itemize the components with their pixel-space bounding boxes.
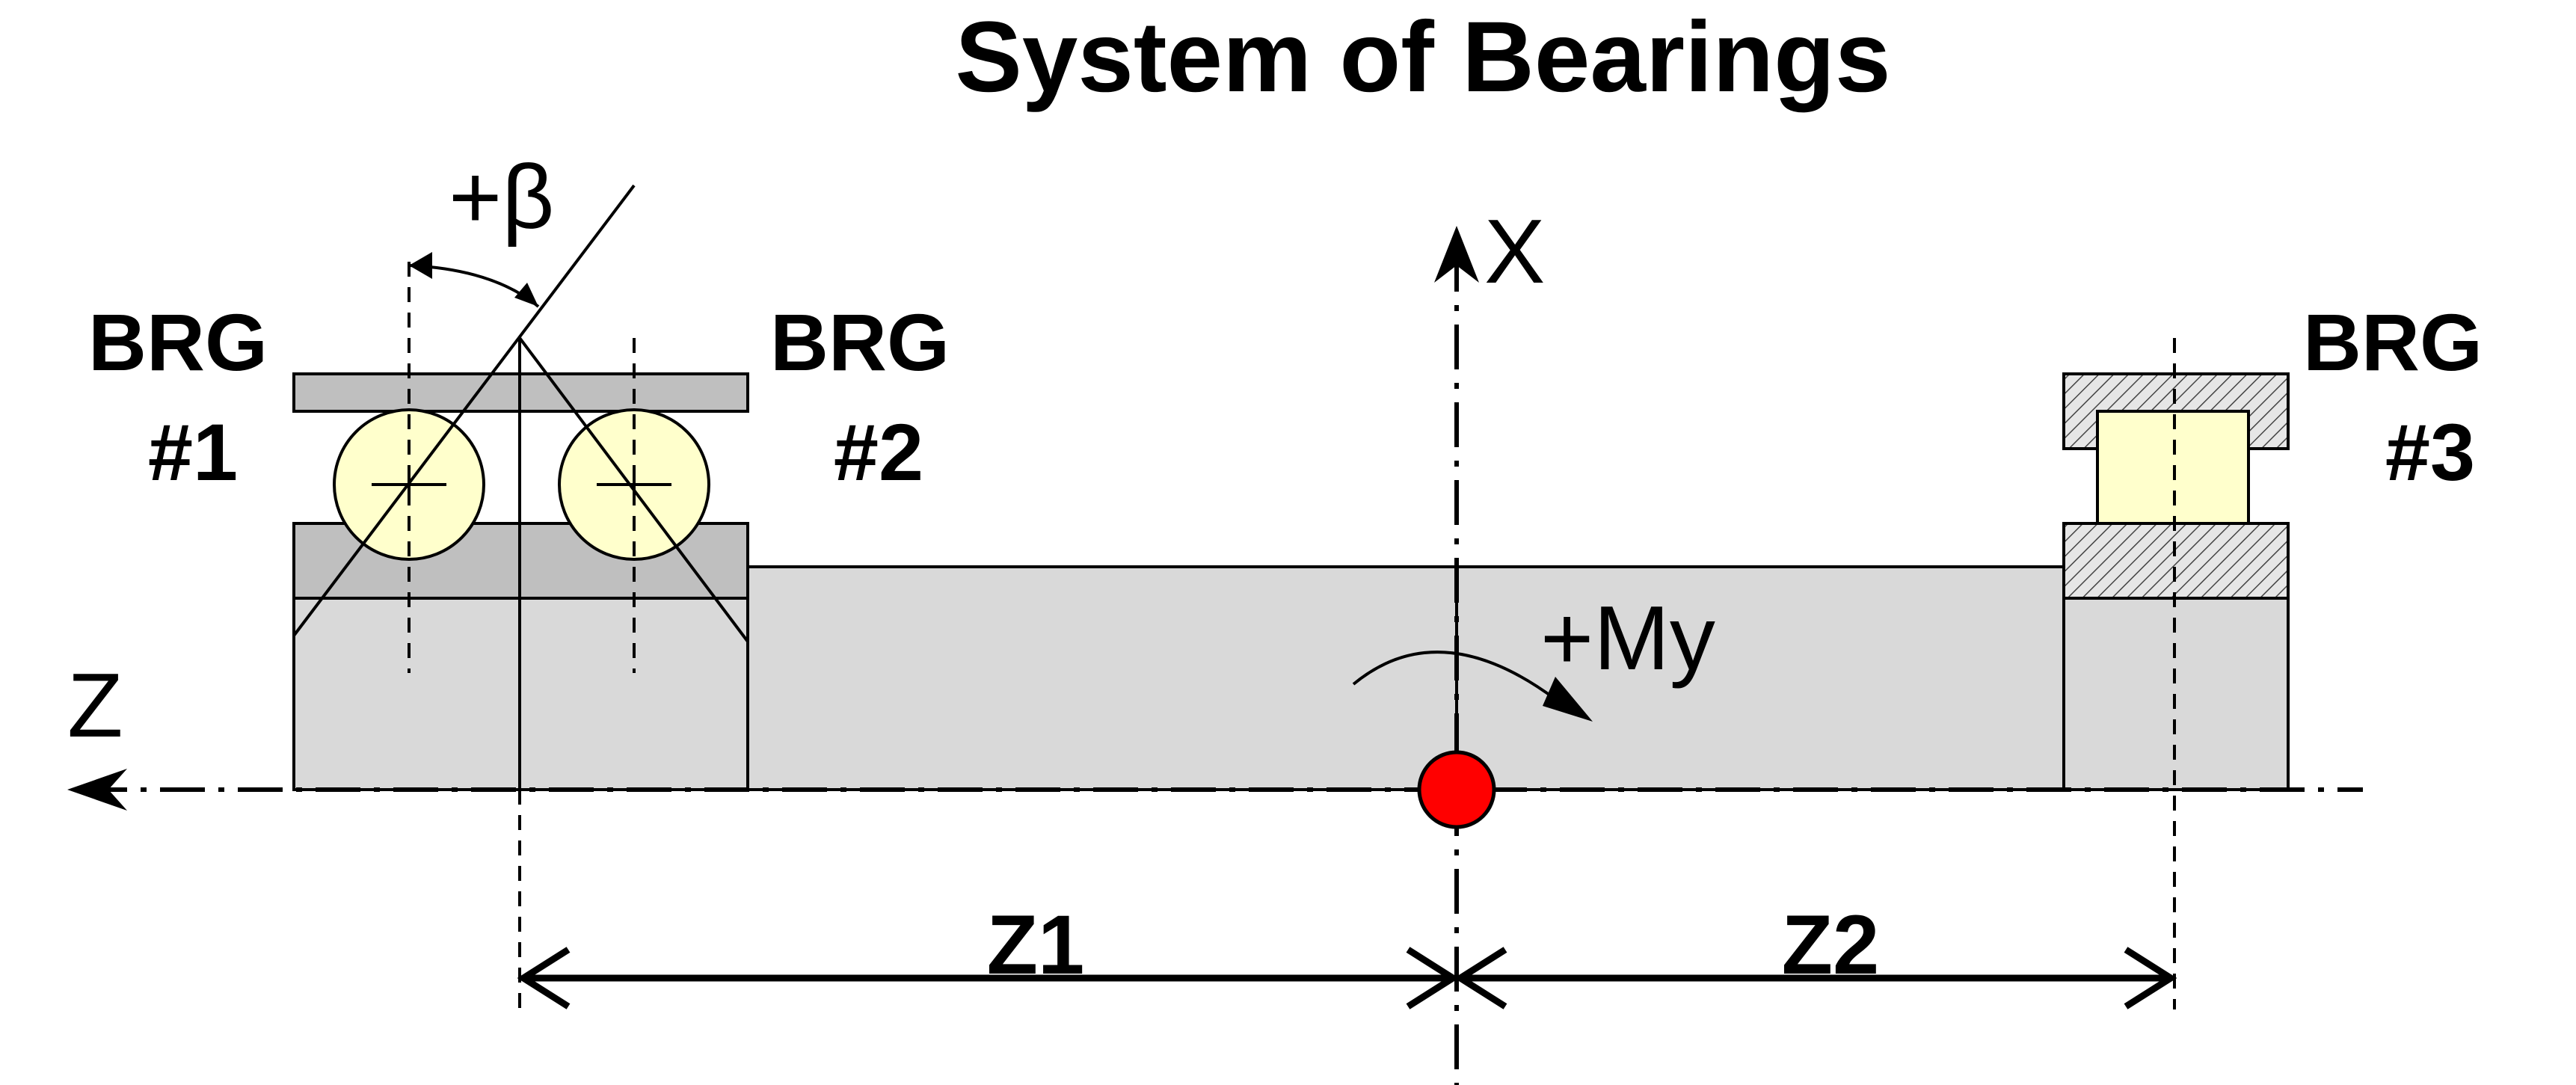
z-axis-arrow: [67, 769, 127, 811]
bearing-1-label-bottom: #1: [148, 407, 238, 497]
bearing-2-label-bottom: #2: [834, 407, 923, 497]
z2-label: Z2: [1782, 898, 1880, 992]
beta-arrow-right: [514, 283, 538, 307]
origin-point: [1417, 750, 1496, 829]
beta-arrow-left: [409, 252, 432, 279]
bearing-2-label-top: BRG: [770, 297, 950, 387]
x-axis-label: X: [1484, 200, 1545, 302]
z-axis-label: Z: [67, 654, 123, 756]
diagram-title: System of Bearings: [955, 1, 1890, 113]
beta-label: +β: [449, 146, 554, 248]
bearing-3-label-top: BRG: [2303, 297, 2483, 387]
right-inner-race: [2062, 522, 2290, 600]
x-axis-arrow: [1434, 226, 1479, 283]
bearing-centerlines: [408, 262, 2176, 1009]
dimension-arrowheads: [517, 947, 2177, 1009]
moment-label: +My: [1540, 587, 1715, 689]
bearing-1-label-top: BRG: [88, 297, 268, 387]
bearing-3-label-bottom: #3: [2385, 407, 2475, 497]
shaft-body: [746, 565, 2065, 791]
moment-arc: [1352, 651, 1557, 701]
contact-angle-lines: [292, 184, 749, 790]
z1-label: Z1: [987, 898, 1085, 992]
moment-arrow-head: [1543, 677, 1593, 722]
